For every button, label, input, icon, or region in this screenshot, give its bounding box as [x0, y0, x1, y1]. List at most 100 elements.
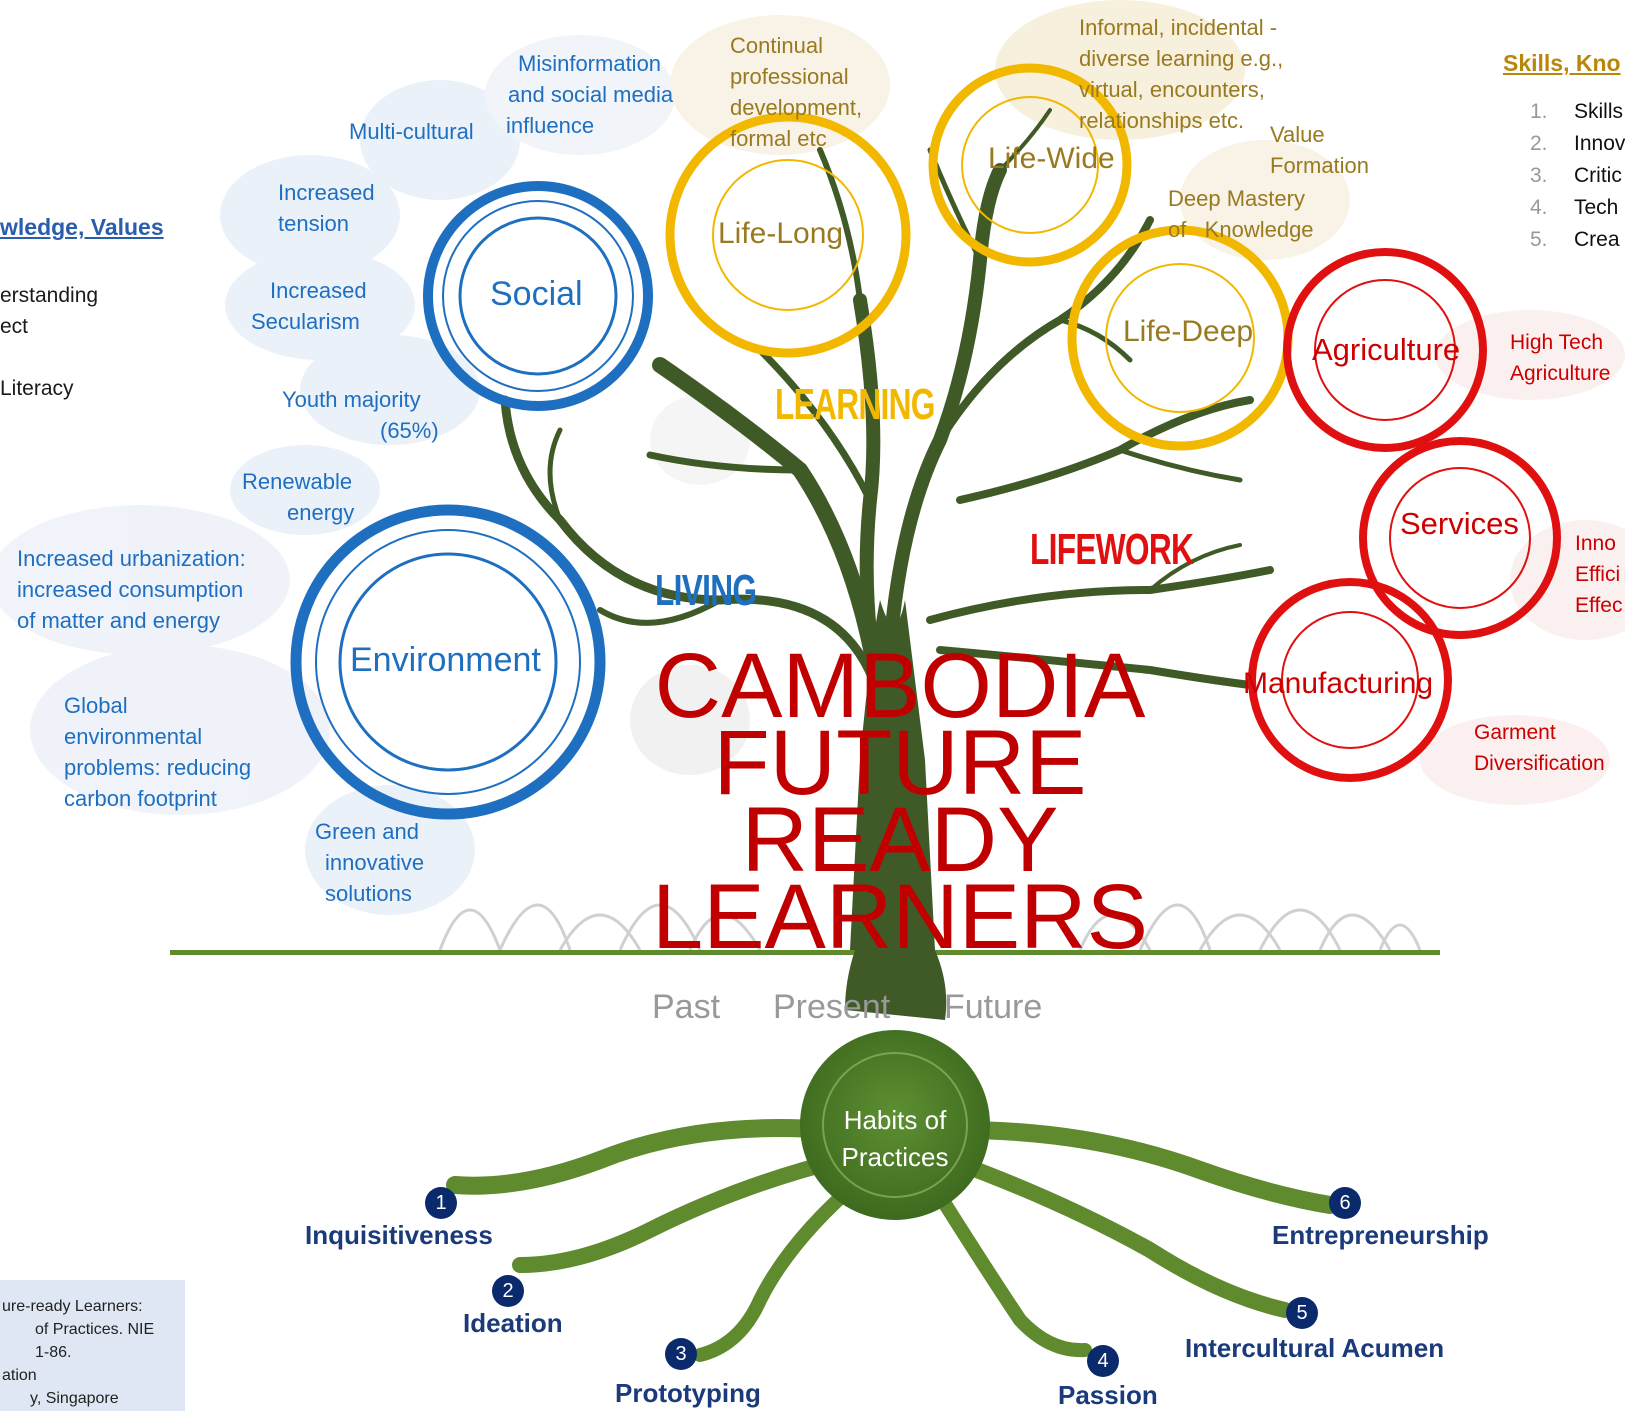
reference-line: of Practices. NIE: [35, 1321, 155, 1338]
habit-badge-6: 6: [1329, 1187, 1361, 1219]
note-continual: Continual: [730, 33, 823, 58]
note-services: Inno: [1575, 532, 1616, 555]
note-garment: Garment: [1474, 721, 1556, 744]
environment-circles: [290, 504, 606, 820]
ground-line: [170, 950, 1440, 955]
note-tension: Increased: [278, 180, 375, 205]
habit-ideation: Ideation: [463, 1308, 563, 1338]
root-hub: [800, 1030, 990, 1220]
note-renewable: energy: [287, 500, 355, 525]
timeline-future: Future: [944, 988, 1043, 1026]
habit-entrepreneurship: Entrepreneurship: [1272, 1220, 1489, 1250]
left-panel-item: ect: [0, 315, 29, 338]
agriculture-label: Agriculture: [1312, 332, 1461, 367]
note-misinformation: influence: [506, 113, 595, 138]
note-informal: relationships etc.: [1079, 108, 1245, 133]
services-label: Services: [1400, 506, 1519, 541]
reference-line: y, Singapore: [30, 1390, 119, 1407]
note-services: Effec: [1575, 594, 1623, 617]
social-circles: [423, 181, 653, 411]
note-green: innovative: [325, 850, 425, 875]
timeline-past: Past: [652, 988, 721, 1026]
note-tension: tension: [278, 211, 349, 236]
note-misinformation: and social media: [508, 82, 674, 107]
tree-branches: [500, 108, 1274, 708]
timeline-present: Present: [773, 988, 891, 1026]
note-global: carbon footprint: [64, 786, 217, 811]
note-global: environmental: [64, 724, 203, 749]
note-youth: (65%): [380, 418, 439, 443]
left-panel-heading: wledge, Values: [0, 214, 164, 240]
habit-badge-3: 3: [665, 1338, 697, 1370]
left-panel-item: erstanding: [0, 284, 99, 307]
title-line-3: READY: [741, 789, 1059, 891]
note-green: solutions: [325, 881, 412, 906]
note-global: Global: [64, 693, 128, 718]
note-hightech: High Tech: [1510, 331, 1604, 354]
reference-box: ure-ready Learners: of Practices. NIE 1-…: [0, 1280, 185, 1411]
habit-badge-4: 4: [1087, 1345, 1119, 1377]
right-panel-list: 1.Skills 2.Innov 3.Critic 4.Tech 5.Crea: [1530, 96, 1625, 256]
note-green: Green and: [315, 819, 419, 844]
right-panel-item: 4.Tech: [1530, 196, 1619, 219]
roots: [446, 1119, 1339, 1362]
title-line-4: LEARNERS: [652, 866, 1148, 968]
habit-passion: Passion: [1058, 1380, 1158, 1410]
right-panel-item: 5.Crea: [1530, 228, 1620, 251]
caption-lifework: LIFEWORK: [1030, 525, 1194, 574]
note-secularism: Secularism: [251, 309, 360, 334]
note-informal: virtual, encounters,: [1079, 77, 1265, 102]
habit-intercultural-acumen: Intercultural Acumen: [1185, 1333, 1445, 1363]
lifewide-label: Life-Wide: [988, 142, 1115, 175]
note-continual: formal etc: [730, 126, 827, 151]
note-continual: professional: [730, 64, 849, 89]
root-hub-ring: [822, 1052, 968, 1198]
note-urbanization: of matter and energy: [17, 608, 221, 633]
right-panel-item: 1.Skills: [1530, 100, 1624, 123]
note-continual: development,: [730, 95, 863, 120]
title-line-2: FUTURE: [713, 712, 1087, 814]
environment-label: Environment: [350, 641, 541, 679]
right-panel-item: 2.Innov: [1530, 132, 1625, 155]
manufacturing-label: Manufacturing: [1243, 667, 1434, 700]
note-urbanization: increased consumption: [17, 577, 244, 602]
note-informal: Informal, incidental -: [1079, 15, 1278, 40]
root-center-line: Habits of: [843, 1105, 947, 1135]
lifedeep-label: Life-Deep: [1123, 315, 1254, 348]
caption-learning: LEARNING: [775, 380, 935, 429]
note-multicultural: Multi-cultural: [349, 119, 474, 144]
habit-badge-1: 1: [425, 1187, 457, 1219]
note-value: Value: [1270, 122, 1325, 147]
note-mastery: Deep Mastery: [1168, 186, 1305, 211]
note-hightech: Agriculture: [1510, 362, 1611, 385]
trunk-lower: [845, 950, 947, 1020]
caption-living: LIVING: [655, 566, 757, 615]
reference-line: ation: [2, 1367, 37, 1384]
left-panel-item: Literacy: [0, 377, 74, 400]
note-urbanization: Increased urbanization:: [17, 546, 246, 571]
note-global: problems: reducing: [64, 755, 252, 780]
note-youth: Youth majority: [282, 387, 421, 412]
lifelong-label: Life-Long: [718, 217, 844, 250]
title-line-1: CAMBODIA: [654, 635, 1146, 737]
right-panel-heading: Skills, Kno: [1503, 50, 1621, 76]
reference-line: 1-86.: [35, 1344, 72, 1361]
lifework-circles: [1248, 248, 1561, 782]
tree-trunk: [850, 600, 935, 950]
note-renewable: Renewable: [242, 469, 353, 494]
note-garment: Diversification: [1474, 752, 1605, 775]
habit-prototyping: Prototyping: [615, 1378, 761, 1408]
learning-circles: [665, 63, 1293, 451]
note-misinformation: Misinformation: [518, 51, 662, 76]
note-informal: diverse learning e.g.,: [1079, 46, 1284, 71]
note-value: Formation: [1270, 153, 1370, 178]
note-mastery: of Knowledge: [1168, 217, 1314, 242]
right-panel-item: 3.Critic: [1530, 164, 1622, 187]
habit-badge-5: 5: [1286, 1297, 1318, 1329]
root-center-line: Practices: [841, 1142, 949, 1172]
reference-line: ure-ready Learners:: [2, 1298, 143, 1315]
habit-badge-2: 2: [492, 1275, 524, 1307]
habit-inquisitiveness: Inquisitiveness: [305, 1220, 493, 1250]
